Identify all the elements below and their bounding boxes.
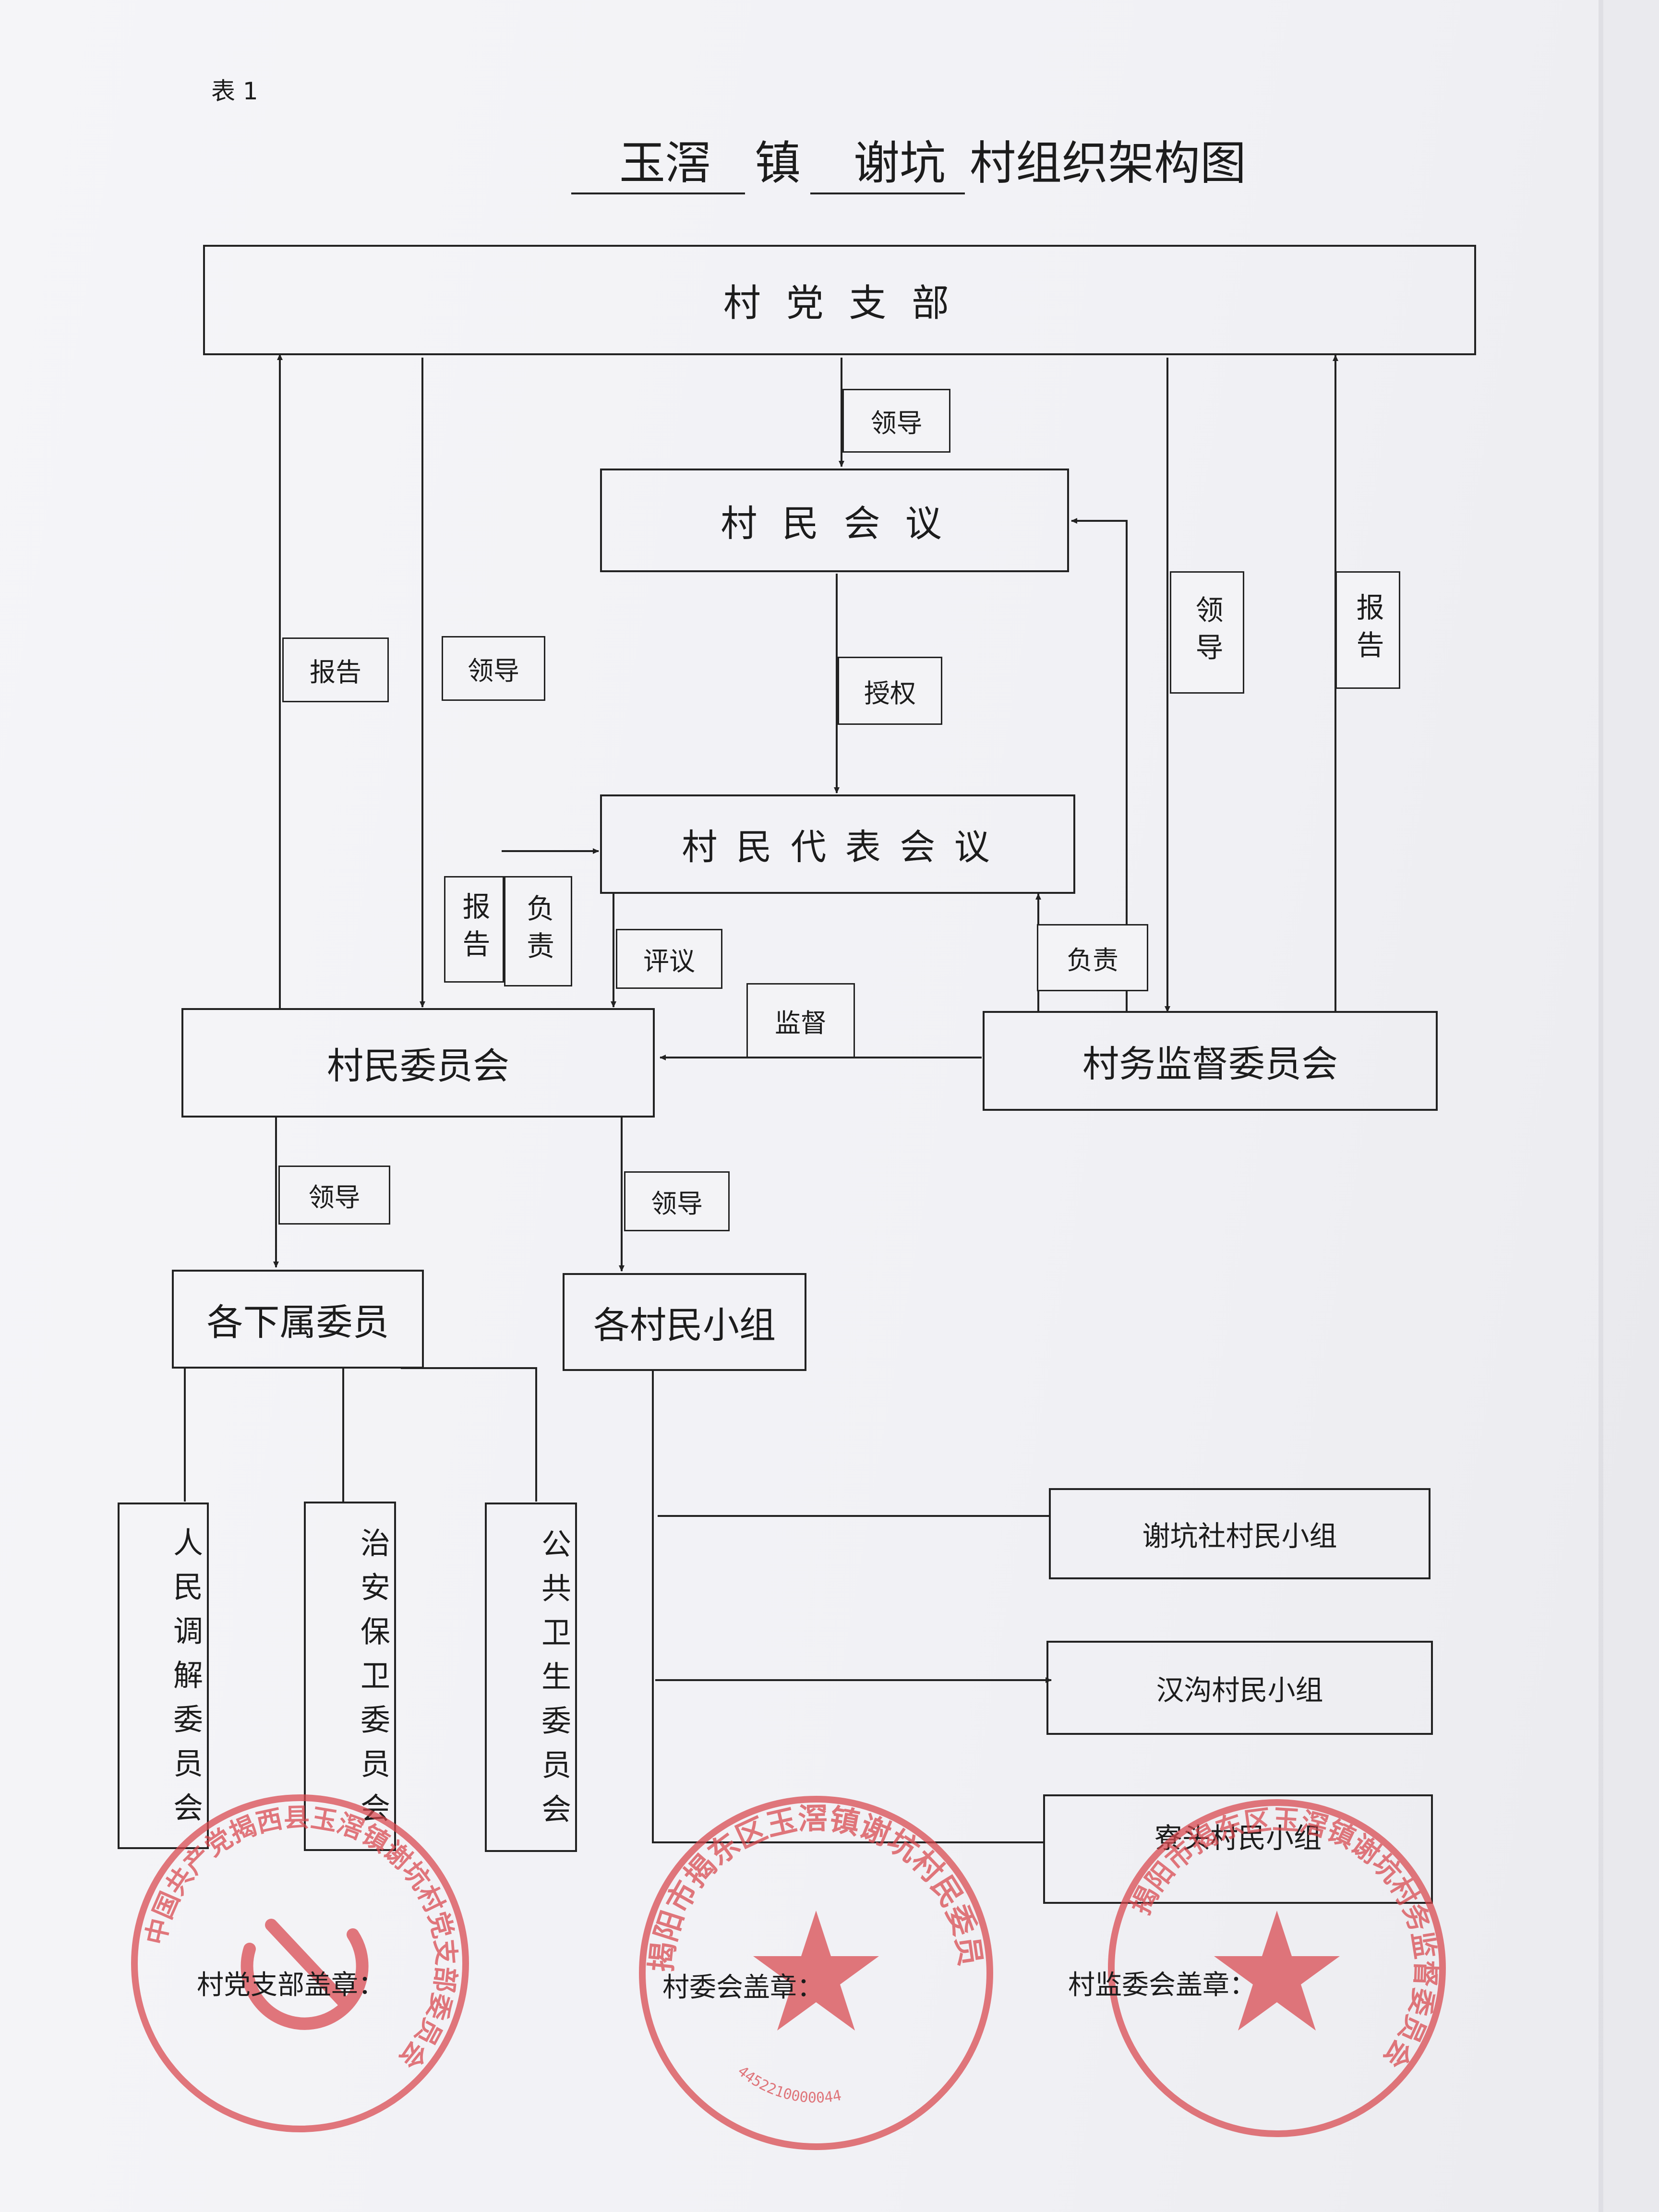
- label-supervise: 监督: [746, 983, 855, 1058]
- label-authorize: 授权: [838, 657, 942, 725]
- title-rest: 村组织架构图: [970, 136, 1246, 190]
- public-health-committee-label: 公共卫生委员会: [536, 1528, 571, 1838]
- label-report-right: 报告: [1335, 571, 1400, 689]
- star-icon: [753, 1911, 879, 2031]
- public-health-committee-box: 公共卫生委员会: [485, 1503, 577, 1852]
- diagram-title: 玉滘镇谢坑村组织架构图: [571, 126, 1246, 194]
- supervision-committee-box: 村务监督委员会: [983, 1011, 1438, 1111]
- village-committee-stamp: 揭阳市揭东区玉滘镇谢坑村民委员会 4452210000044: [634, 1791, 993, 2150]
- villagers-committee-box: 村民委员会: [181, 1008, 655, 1118]
- label-report-small: 报告: [444, 876, 504, 983]
- label-lead-right: 领导: [1170, 571, 1244, 694]
- committee-seal-label: 村委会盖章：: [662, 1972, 824, 2003]
- group-liaotou-box: 寮头村民小组: [1043, 1794, 1433, 1904]
- hammer-sickle-icon: [240, 1919, 369, 2030]
- edge-sub-health: [401, 1367, 537, 1502]
- supervision-seal-label: 村监委会盖章：: [1068, 1970, 1256, 2001]
- subcommittees-label: 各下属委员: [206, 1301, 389, 1344]
- villagers-meeting-box: 村 民 会 议: [600, 469, 1069, 572]
- label-responsible-right: 负责: [1037, 924, 1148, 991]
- label-responsible-small: 负责: [504, 876, 572, 986]
- villagers-committee-label: 村民委员会: [327, 1045, 509, 1087]
- rep-meeting-box: 村 民 代 表 会 议: [600, 794, 1075, 894]
- party-branch-label: 村 党 支 部: [723, 282, 956, 325]
- group-xiekeng-label: 谢坑社村民小组: [1142, 1520, 1337, 1552]
- title-village: 谢坑: [810, 126, 965, 194]
- group-xiekeng-box: 谢坑社村民小组: [1049, 1488, 1431, 1579]
- mediation-committee-label: 人民调解委员会: [168, 1527, 203, 1836]
- star-icon: [1214, 1911, 1340, 2031]
- party-branch-stamp: 中国共产党揭西县玉滘镇谢坑村党支部委员会: [131, 1794, 469, 2132]
- supervision-committee-stamp: 揭阳市揭东区玉滘镇谢坑村务监督委员会: [1108, 1799, 1446, 2137]
- supervision-committee-label: 村务监督委员会: [1082, 1043, 1338, 1085]
- table-number: 表 1: [211, 77, 258, 105]
- title-town: 玉滘: [571, 126, 745, 194]
- group-hangou-box: 汉沟村民小组: [1046, 1641, 1433, 1735]
- label-lead-branch-meeting: 领导: [842, 389, 950, 453]
- rep-meeting-label: 村 民 代 表 会 议: [682, 827, 994, 868]
- group-hangou-label: 汉沟村民小组: [1156, 1674, 1323, 1707]
- label-lead-subcommittees: 领导: [278, 1166, 390, 1225]
- label-lead-left: 领导: [442, 636, 545, 701]
- villagers-meeting-label: 村 民 会 议: [721, 502, 949, 545]
- village-groups-box: 各村民小组: [563, 1273, 806, 1371]
- title-town-suffix: 镇: [755, 136, 801, 190]
- label-review: 评议: [616, 929, 722, 989]
- label-report-left: 报告: [282, 637, 389, 702]
- party-branch-box: 村 党 支 部: [203, 245, 1476, 355]
- edge-supervision-to-meeting: [1071, 518, 1128, 1011]
- party-seal-label: 村党支部盖章：: [197, 1970, 385, 2001]
- subcommittees-box: 各下属委员: [172, 1270, 424, 1369]
- stamp2-number: 4452210000044: [734, 2063, 843, 2106]
- security-committee-box: 治安保卫委员会: [304, 1502, 396, 1851]
- village-groups-label: 各村民小组: [593, 1304, 776, 1346]
- mediation-committee-box: 人民调解委员会: [118, 1503, 209, 1849]
- svg-text:4452210000044: 4452210000044: [734, 2063, 843, 2106]
- security-committee-label: 治安保卫委员会: [355, 1527, 390, 1837]
- group-liaotou-label: 寮头村民小组: [1154, 1822, 1322, 1854]
- label-lead-groups: 领导: [624, 1171, 730, 1231]
